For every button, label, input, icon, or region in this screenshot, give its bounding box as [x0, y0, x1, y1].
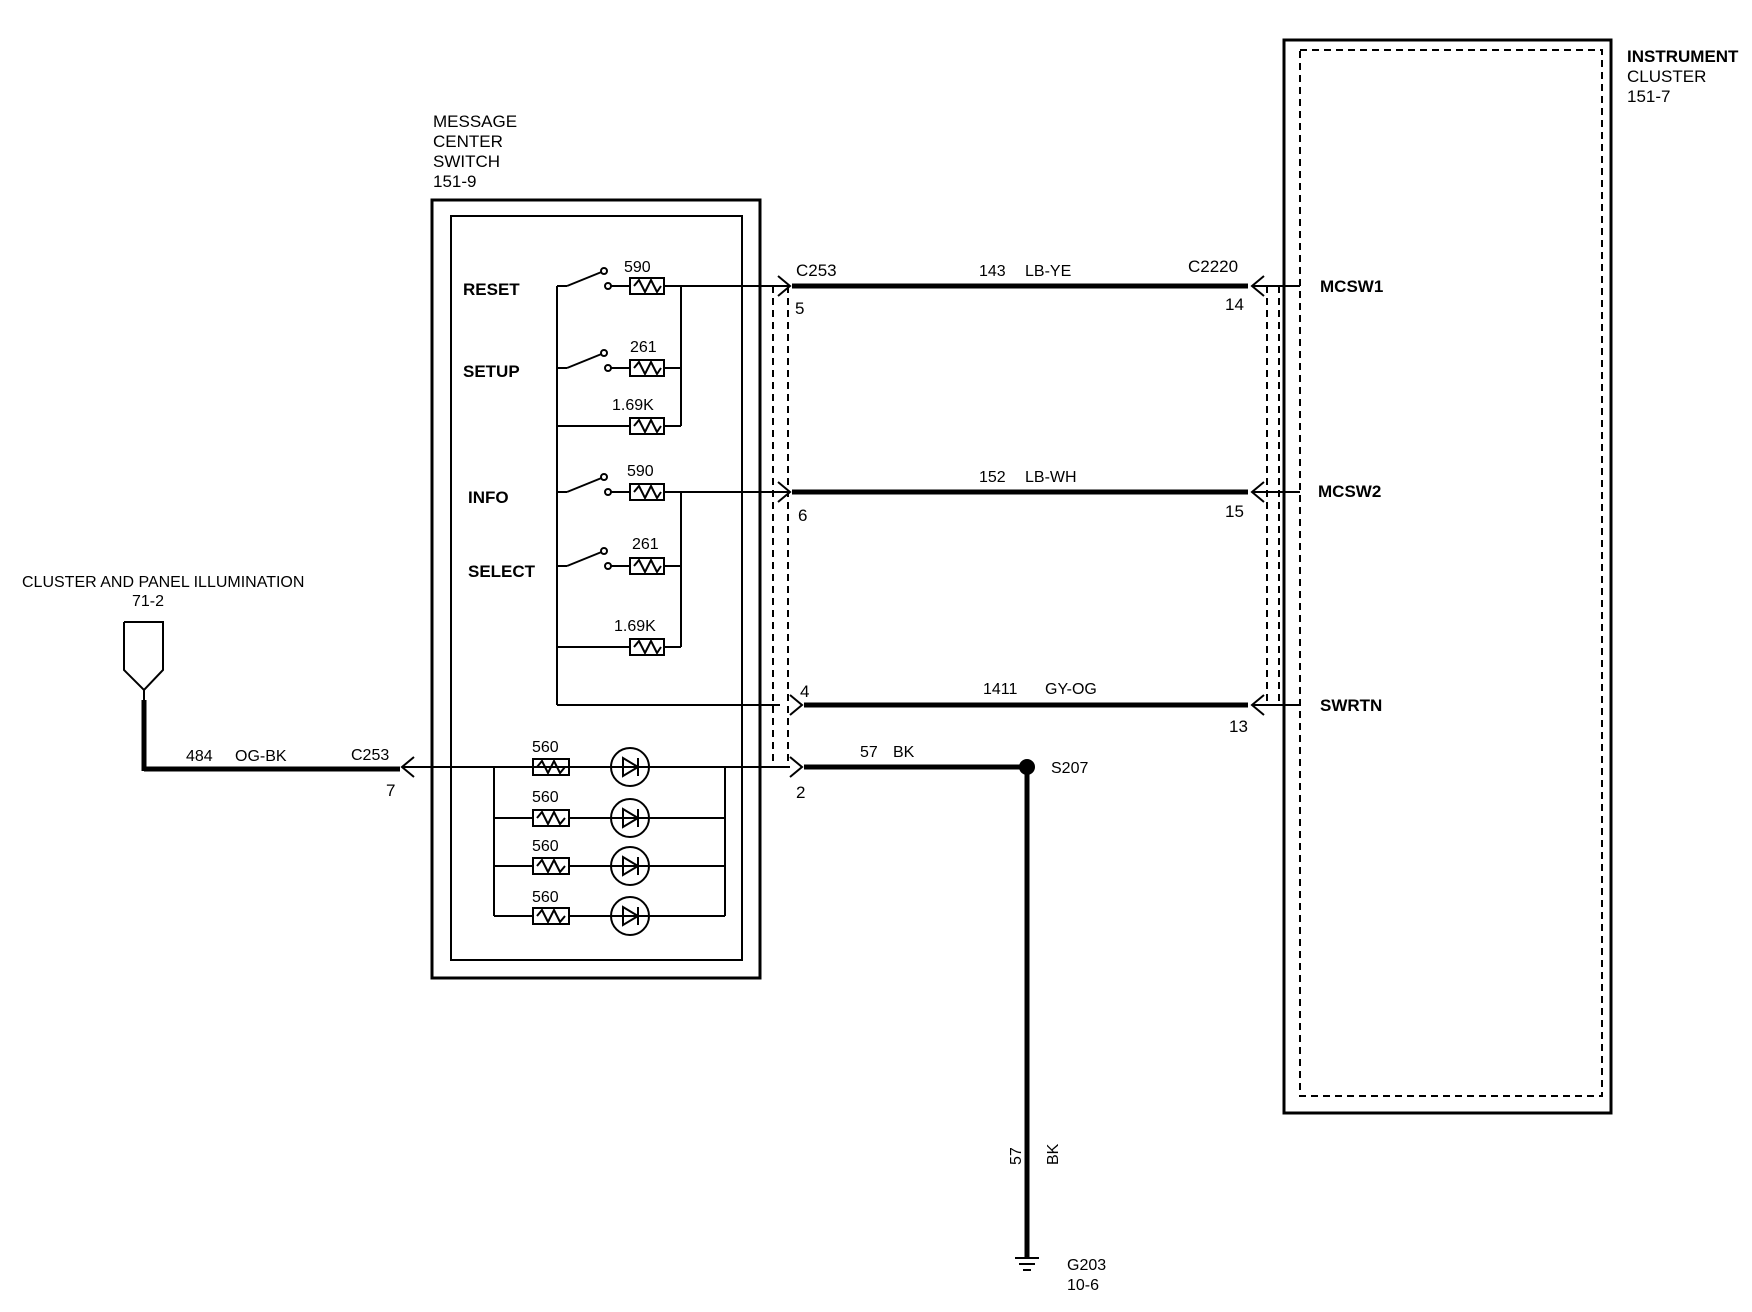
- led-icon: [610, 846, 650, 886]
- lamp-3-resistor-value: 560: [532, 838, 559, 855]
- resistor-select-value: 261: [632, 536, 659, 553]
- illumination-name: CLUSTER AND PANEL ILLUMINATION: [22, 574, 304, 591]
- cluster-title-line1: INSTRUMENT: [1627, 47, 1739, 66]
- resistor-169k-upper-value: 1.69K: [612, 397, 654, 414]
- signal-mcsw1: MCSW1: [1320, 277, 1383, 296]
- led-icon: [610, 896, 650, 936]
- connector-c2220: C2220: [1188, 257, 1238, 276]
- wire-1411-circuit: 1411: [983, 681, 1018, 698]
- wire-1411-pin-left: 4: [800, 682, 809, 701]
- lamp-1: 560: [532, 739, 650, 787]
- wire-484-circuit: 484: [186, 748, 213, 765]
- switch-resistor-network: [556, 285, 790, 706]
- wire-1411-color: GY-OG: [1045, 681, 1097, 698]
- lamp-2: 560: [532, 789, 650, 838]
- wire-143-pin-right: 14: [1225, 295, 1244, 314]
- switch-reset: 590: [566, 259, 681, 295]
- switch-label-setup: SETUP: [463, 362, 520, 381]
- switch-label-info: INFO: [468, 488, 509, 507]
- ground-ref: 10-6: [1067, 1277, 1099, 1294]
- illumination-connector: CLUSTER AND PANEL ILLUMINATION 71-2: [22, 574, 304, 700]
- switch-label-reset: RESET: [463, 280, 520, 299]
- lamp-2-resistor-value: 560: [532, 789, 559, 806]
- lamp-4: 560: [532, 889, 650, 936]
- cluster-title-line2: CLUSTER: [1627, 67, 1706, 86]
- led-icon: [610, 798, 650, 838]
- instrument-cluster: INSTRUMENT CLUSTER 151-7: [1282, 38, 1739, 1115]
- splice-s207: S207: [1051, 760, 1088, 777]
- ground-wire-color: BK: [1045, 1143, 1062, 1165]
- wire-57-circuit: 57: [860, 744, 878, 761]
- connector-c253-right: C253: [796, 261, 837, 280]
- switch-info: 590: [566, 463, 681, 501]
- wire-57: 57 BK 2 S207: [494, 744, 1088, 802]
- message-center-switch: MESSAGE CENTER SWITCH 151-9: [430, 112, 762, 980]
- resistor-info-value: 590: [627, 463, 654, 480]
- switch-title-line3: SWITCH: [433, 152, 500, 171]
- wire-484: 484 OG-BK C253 7: [141, 700, 494, 800]
- lamp-network: [493, 767, 726, 917]
- wire-57-color: BK: [893, 744, 915, 761]
- wire-143: 143 LB-YE 5 14 MCSW1: [777, 263, 1383, 318]
- resistor-setup-value: 261: [630, 339, 657, 356]
- wire-152-color: LB-WH: [1025, 469, 1077, 486]
- connector-c253-left: C253: [351, 747, 389, 764]
- wire-152-pin-right: 15: [1225, 502, 1244, 521]
- signal-mcsw2: MCSW2: [1318, 482, 1381, 501]
- resistor-169k-upper: 1.69K: [612, 397, 681, 435]
- switch-select: 261: [566, 536, 681, 575]
- lamp-3: 560: [532, 838, 650, 886]
- resistor-reset-value: 590: [624, 259, 651, 276]
- lamp-1-resistor-value: 560: [532, 739, 559, 756]
- resistor-169k-lower-value: 1.69K: [614, 618, 656, 635]
- wire-143-color: LB-YE: [1025, 263, 1071, 280]
- wire-152: 152 LB-WH 6 15 MCSW2: [777, 469, 1381, 525]
- wire-1411-pin-right: 13: [1229, 717, 1248, 736]
- wire-152-pin-left: 6: [798, 506, 807, 525]
- signal-swrtn: SWRTN: [1320, 696, 1382, 715]
- switch-label-select: SELECT: [468, 562, 536, 581]
- ground-name: G203: [1067, 1257, 1106, 1274]
- switch-title-line2: CENTER: [433, 132, 503, 151]
- wire-57-pin-left: 2: [796, 783, 805, 802]
- resistor-169k-lower: 1.69K: [614, 618, 681, 656]
- ground-wire: 57 BK G203 10-6: [1008, 767, 1106, 1294]
- cluster-ref: 151-7: [1627, 87, 1670, 106]
- cluster-outer-box: [1282, 38, 1613, 1115]
- wire-484-pin-left: 7: [386, 781, 395, 800]
- switch-inner-box: [450, 215, 743, 961]
- wire-143-pin-left: 5: [795, 299, 804, 318]
- wire-484-color: OG-BK: [235, 748, 287, 765]
- wire-152-circuit: 152: [979, 469, 1006, 486]
- ground-wire-circuit: 57: [1008, 1147, 1025, 1165]
- lamp-4-resistor-value: 560: [532, 889, 559, 906]
- wire-1411: 1411 GY-OG 4 13 SWRTN: [789, 681, 1382, 736]
- switch-ref: 151-9: [433, 172, 476, 191]
- illumination-ref: 71-2: [132, 593, 164, 610]
- wire-143-circuit: 143: [979, 263, 1006, 280]
- switch-setup: 261: [566, 339, 681, 377]
- switch-title-line1: MESSAGE: [433, 112, 517, 131]
- switch-outer-box: [430, 198, 762, 980]
- cluster-inner-outline: [1299, 49, 1603, 1097]
